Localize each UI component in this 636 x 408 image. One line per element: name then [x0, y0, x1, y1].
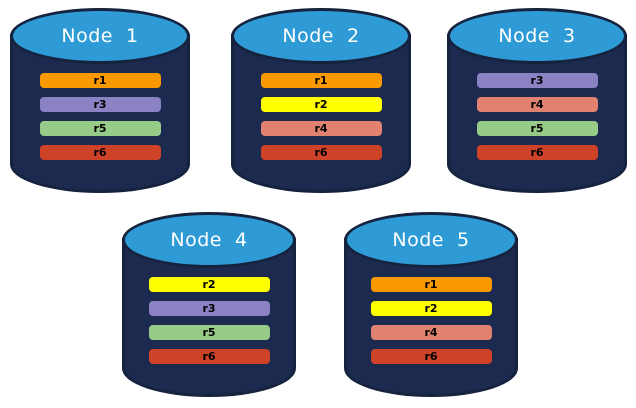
node-label: Node 4	[170, 229, 248, 251]
replica-bar[interactable]: r5	[39, 121, 161, 136]
replica-bar[interactable]: r3	[39, 97, 161, 112]
replica-bar[interactable]: r6	[148, 349, 270, 364]
replica-list: r3 r4 r5 r6	[447, 64, 627, 160]
replica-bar[interactable]: r4	[370, 325, 492, 340]
replica-bar[interactable]: r5	[476, 121, 598, 136]
replica-bar[interactable]: r6	[370, 349, 492, 364]
replica-bar[interactable]: r4	[260, 121, 382, 136]
cylinder-top-ellipse	[447, 8, 627, 64]
replica-bar[interactable]: r2	[260, 97, 382, 112]
replica-list: r1 r3 r5 r6	[10, 64, 190, 160]
node-cylinder[interactable]: Node 3 r3 r4 r5 r6	[447, 8, 627, 193]
replica-bar[interactable]: r4	[476, 97, 598, 112]
node-label: Node 3	[498, 25, 576, 47]
replica-bar[interactable]: r5	[148, 325, 270, 340]
node-cylinder[interactable]: Node 2 r1 r2 r4 r6	[231, 8, 411, 193]
cylinder-top-ellipse	[122, 212, 296, 268]
node-cylinder[interactable]: Node 4 r2 r3 r5 r6	[122, 212, 296, 397]
replica-list: r1 r2 r4 r6	[231, 64, 411, 160]
node-label: Node 2	[282, 25, 360, 47]
node-cylinder[interactable]: Node 1 r1 r3 r5 r6	[10, 8, 190, 193]
replica-bar[interactable]: r6	[39, 145, 161, 160]
replica-bar[interactable]: r3	[476, 73, 598, 88]
cylinder-body	[447, 34, 627, 193]
replica-bar[interactable]: r1	[39, 73, 161, 88]
replica-bar[interactable]: r2	[148, 277, 270, 292]
replica-bar[interactable]: r3	[148, 301, 270, 316]
replica-bar[interactable]: r2	[370, 301, 492, 316]
node-label: Node 5	[392, 229, 470, 251]
replica-bar[interactable]: r1	[370, 277, 492, 292]
replica-bar[interactable]: r6	[260, 145, 382, 160]
cylinder-top-ellipse	[231, 8, 411, 64]
replica-bar[interactable]: r6	[476, 145, 598, 160]
replica-list: r2 r3 r5 r6	[122, 268, 296, 364]
replica-list: r1 r2 r4 r6	[344, 268, 518, 364]
replica-bar[interactable]: r1	[260, 73, 382, 88]
cylinder-top-ellipse	[10, 8, 190, 64]
node-label: Node 1	[61, 25, 139, 47]
node-cylinder[interactable]: Node 5 r1 r2 r4 r6	[344, 212, 518, 397]
cylinder-top-ellipse	[344, 212, 518, 268]
